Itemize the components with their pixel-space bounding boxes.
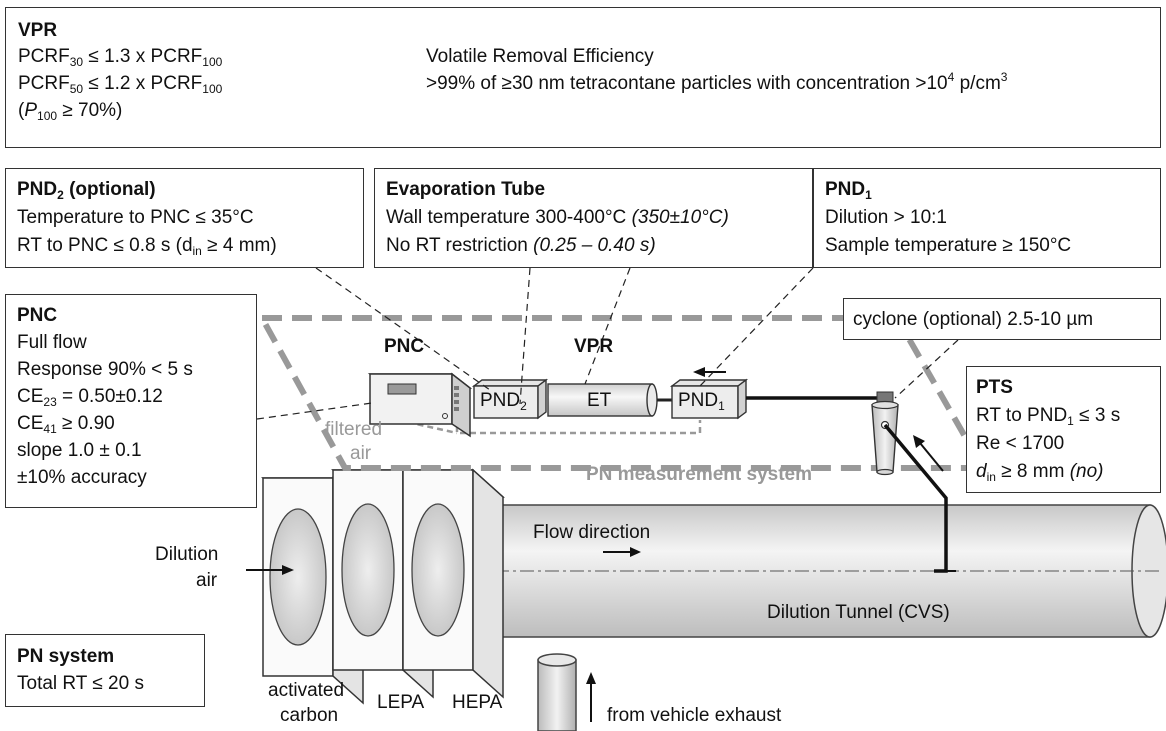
dilution-tunnel-label: Dilution Tunnel (CVS) (767, 602, 950, 623)
pnc-requirements-box: PNC Full flow Response 90% < 5 s CE23 = … (5, 294, 257, 508)
cyclone (871, 391, 899, 476)
filtered-air-label-line1: filtered (325, 419, 383, 440)
sample-line (693, 367, 878, 400)
pnc-slope-line: slope 1.0 ± 0.1 (17, 440, 142, 461)
flow-direction-arrow (603, 547, 641, 557)
vpr-pcrf30-line: PCRF30 ≤ 1.3 x PCRF100 (18, 46, 223, 69)
dilution-air-label-line2: air (196, 570, 218, 591)
vpr-requirements-box: VPR PCRF30 ≤ 1.3 x PCRF100 PCRF50 ≤ 1.2 … (5, 7, 1161, 148)
volatile-removal-efficiency-line: >99% of ≥30 nm tetracontane particles wi… (426, 70, 1008, 94)
pnc-ce23-line: CE23 = 0.50±0.12 (17, 386, 163, 409)
flow-direction-label: Flow direction (533, 522, 651, 543)
pnc-full-flow-line: Full flow (17, 332, 87, 353)
pnd2-unit (471, 378, 549, 420)
exhaust-arrow (586, 672, 596, 722)
pts-rt-line: RT to PND1 ≤ 3 s (976, 405, 1121, 428)
pts-transfer-line (883, 423, 956, 573)
lepa-label: LEPA (377, 692, 425, 713)
pnd1-dilution-line: Dilution > 10:1 (825, 207, 947, 228)
vpr-pcrf50-line: PCRF50 ≤ 1.2 x PCRF100 (18, 73, 223, 96)
pn-system-title: PN system (17, 646, 115, 667)
pnd1-requirements-box: PND1 Dilution > 10:1 Sample temperature … (813, 168, 1161, 268)
volatile-removal-efficiency-title: Volatile Removal Efficiency (426, 46, 654, 67)
from-vehicle-exhaust-label: from vehicle exhaust (607, 705, 782, 726)
et-unit-label: ET (587, 390, 612, 411)
pnd1-unit (669, 378, 749, 420)
pnd1-unit-label: PND1 (678, 390, 725, 413)
pnc-response-line: Response 90% < 5 s (17, 359, 193, 380)
pn-system-box: PN system Total RT ≤ 20 s (5, 634, 205, 707)
pnc-accuracy-line: ±10% accuracy (17, 467, 147, 488)
et-box-title: Evaporation Tube (386, 179, 546, 200)
pnc-instrument (367, 372, 473, 438)
activated-carbon-label-line2: carbon (280, 705, 339, 726)
pts-din-line: din ≥ 8 mm (no) (976, 461, 1104, 484)
activated-carbon-label-line1: activated (268, 680, 345, 701)
evaporation-tube-requirements-box: Evaporation Tube Wall temperature 300-40… (374, 168, 813, 268)
filtered-air-label-line2: air (350, 443, 372, 464)
pnc-ce41-line: CE41 ≥ 0.90 (17, 413, 115, 436)
pn-system-rt-line: Total RT ≤ 20 s (17, 673, 144, 694)
dilution-air-label-line1: Dilution (155, 544, 219, 565)
pnc-box-title: PNC (17, 305, 58, 326)
pnd2-temperature-line: Temperature to PNC ≤ 35°C (17, 207, 254, 228)
hepa-filter (401, 468, 505, 699)
hepa-label: HEPA (452, 692, 503, 713)
pnd1-box-title: PND1 (825, 179, 872, 202)
pn-measurement-system-label: PN measurement system (586, 464, 812, 485)
pnd1-sample-temperature-line: Sample temperature ≥ 150°C (825, 235, 1072, 256)
vpr-p100-line: (P100 ≥ 70%) (18, 100, 123, 123)
pnc-instrument-label: PNC (384, 336, 425, 357)
evaporation-tube (547, 383, 672, 417)
pnd2-requirements-box: PND2 (optional) Temperature to PNC ≤ 35°… (5, 168, 364, 268)
pnd2-unit-label: PND2 (480, 390, 527, 413)
cyclone-box: cyclone (optional) 2.5-10 µm (843, 298, 1161, 340)
leader-lines (256, 267, 959, 420)
pts-requirements-box: PTS RT to PND1 ≤ 3 s Re < 1700 din ≥ 8 m… (966, 366, 1161, 493)
pn-measurement-system-outline (256, 315, 989, 471)
dilution-air-arrow (246, 565, 294, 575)
pnd2-rt-line: RT to PNC ≤ 0.8 s (din ≥ 4 mm) (17, 235, 277, 258)
vpr-box-title: VPR (18, 20, 58, 41)
et-wall-temperature-line: Wall temperature 300-400°C (350±10°C) (386, 207, 729, 228)
pnd2-box-title: PND2 (optional) (17, 179, 156, 202)
pts-re-line: Re < 1700 (976, 433, 1065, 454)
pts-box-title: PTS (976, 377, 1013, 398)
dilution-tunnel (419, 504, 1166, 638)
et-rt-line: No RT restriction (0.25 – 0.40 s) (386, 235, 656, 256)
cyclone-label: cyclone (optional) 2.5-10 µm (853, 309, 1094, 330)
vpr-label: VPR (574, 336, 614, 357)
exhaust-inlet-pipe (537, 653, 577, 731)
